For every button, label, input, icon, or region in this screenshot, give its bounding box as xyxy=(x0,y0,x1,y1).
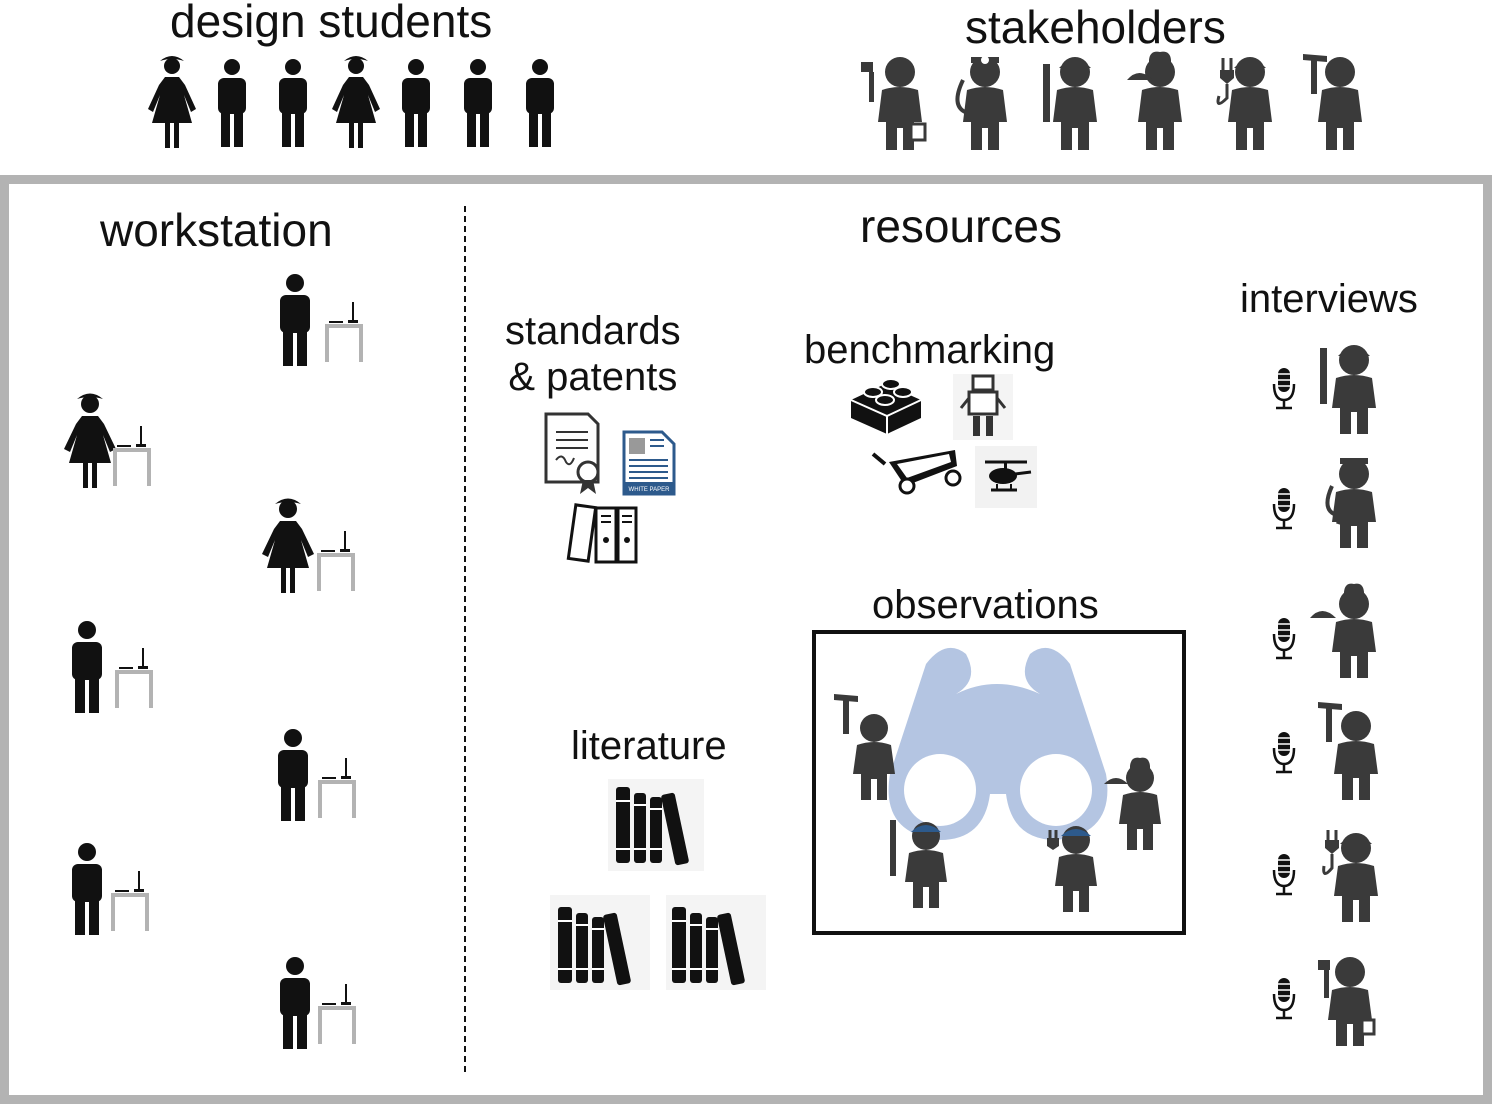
lego-brick-icon xyxy=(850,378,922,434)
doctor-icon xyxy=(955,56,1007,150)
male-person-icon xyxy=(218,59,246,147)
electrician-icon xyxy=(1216,57,1272,150)
construction-worker-icon xyxy=(1320,345,1376,434)
design-students-title: design students xyxy=(170,0,493,47)
interview-item xyxy=(1272,830,1378,922)
construction-worker-icon xyxy=(890,820,947,908)
carpenter-icon xyxy=(834,694,895,800)
workstation-item xyxy=(278,729,356,821)
workstation-item xyxy=(280,957,356,1049)
robot-icon xyxy=(953,374,1013,440)
svg-text:WHITE PAPER: WHITE PAPER xyxy=(629,487,671,493)
interview-item xyxy=(1272,345,1376,434)
microphone-icon xyxy=(1272,486,1296,530)
stakeholders-group xyxy=(855,50,1385,155)
observations-box xyxy=(812,630,1186,935)
observations-illustration xyxy=(816,634,1182,931)
workstation-item xyxy=(72,621,153,713)
standards-patents-title: standards & patents xyxy=(505,308,681,400)
benchmarking-icons xyxy=(845,370,1045,510)
painter-icon xyxy=(861,57,927,150)
carpenter-icon xyxy=(1303,54,1362,150)
certificate-icon xyxy=(544,412,600,494)
male-person-icon xyxy=(402,59,430,147)
construction-worker-icon xyxy=(1043,57,1097,150)
interview-item xyxy=(1272,957,1376,1046)
books-icon xyxy=(550,895,650,990)
workstation-item xyxy=(280,274,363,366)
microphone-icon xyxy=(1272,976,1296,1020)
helicopter-icon xyxy=(975,446,1037,508)
interview-item xyxy=(1272,702,1378,800)
microphone-icon xyxy=(1272,616,1296,660)
male-person-icon xyxy=(279,59,307,147)
workstations-group xyxy=(55,270,385,1060)
design-students-group xyxy=(140,55,570,150)
observations-title: observations xyxy=(872,583,1099,627)
benchmarking-title: benchmarking xyxy=(804,328,1056,372)
wagon-icon xyxy=(871,450,962,495)
chef-icon xyxy=(1310,583,1376,678)
books-icon xyxy=(666,895,766,990)
stakeholders-title: stakeholders xyxy=(965,1,1226,53)
standards-icons: WHITE PAPER xyxy=(540,410,680,570)
interviews-title: interviews xyxy=(1240,277,1418,321)
white-paper-icon: WHITE PAPER xyxy=(622,430,676,496)
workstation-item xyxy=(262,498,355,593)
microphone-icon xyxy=(1272,730,1296,774)
chef-icon xyxy=(1127,51,1182,150)
binoculars-icon xyxy=(888,647,1108,840)
chef-icon xyxy=(1104,757,1161,850)
interview-item xyxy=(1272,458,1376,548)
resources-title: resources xyxy=(860,200,1062,252)
section-divider xyxy=(464,206,466,1072)
main-frame xyxy=(0,175,1492,1104)
literature-title: literature xyxy=(571,724,727,768)
electrician-icon xyxy=(1322,830,1378,922)
doctor-icon xyxy=(1325,458,1376,548)
workstation-item xyxy=(72,843,149,935)
female-person-icon xyxy=(148,56,196,148)
painter-icon xyxy=(1318,957,1376,1046)
workstation-item xyxy=(64,393,151,488)
standards-label: standards xyxy=(505,309,681,353)
male-person-icon xyxy=(464,59,492,147)
male-person-icon xyxy=(526,59,554,147)
workstation-title: workstation xyxy=(100,204,333,256)
female-person-icon xyxy=(332,56,380,148)
microphone-icon xyxy=(1272,852,1296,896)
interviews-group xyxy=(1262,338,1402,1048)
microphone-icon xyxy=(1272,366,1296,410)
patents-label: & patents xyxy=(508,355,678,399)
electrician-icon xyxy=(1047,826,1097,912)
books-icon xyxy=(608,779,704,871)
binders-icon xyxy=(566,503,638,564)
literature-icons xyxy=(550,775,770,995)
carpenter-icon xyxy=(1318,702,1378,800)
interview-item xyxy=(1272,583,1376,678)
